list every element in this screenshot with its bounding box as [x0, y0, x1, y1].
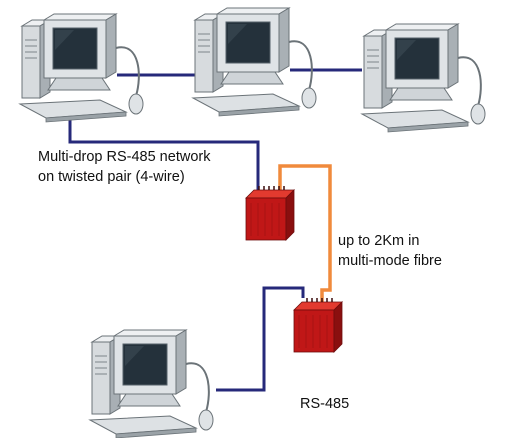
network-caption-line-1: Multi-drop RS-485 network — [38, 149, 211, 165]
network-caption-line-2: on twisted pair (4-wire) — [38, 169, 185, 185]
network-caption: Multi-drop RS-485 network on twisted pai… — [38, 147, 210, 187]
computer-top-left — [19, 13, 144, 123]
fibre-converter-upper — [245, 185, 295, 241]
cable-network-to-converter — [68, 118, 260, 195]
rs485-caption: RS-485 — [300, 396, 350, 412]
computer-bottom-left — [89, 329, 214, 438]
computer-top-center — [192, 7, 317, 117]
computer-top-right — [361, 23, 486, 133]
fibre-caption-line-1: up to 2Km in — [338, 233, 420, 249]
fibre-cable — [278, 164, 332, 302]
fibre-converter-lower — [293, 297, 343, 353]
fibre-caption: up to 2Km in multi-mode fibre — [338, 231, 442, 271]
fibre-caption-line-2: multi-mode fibre — [338, 253, 442, 269]
cable-rs485 — [216, 286, 305, 392]
